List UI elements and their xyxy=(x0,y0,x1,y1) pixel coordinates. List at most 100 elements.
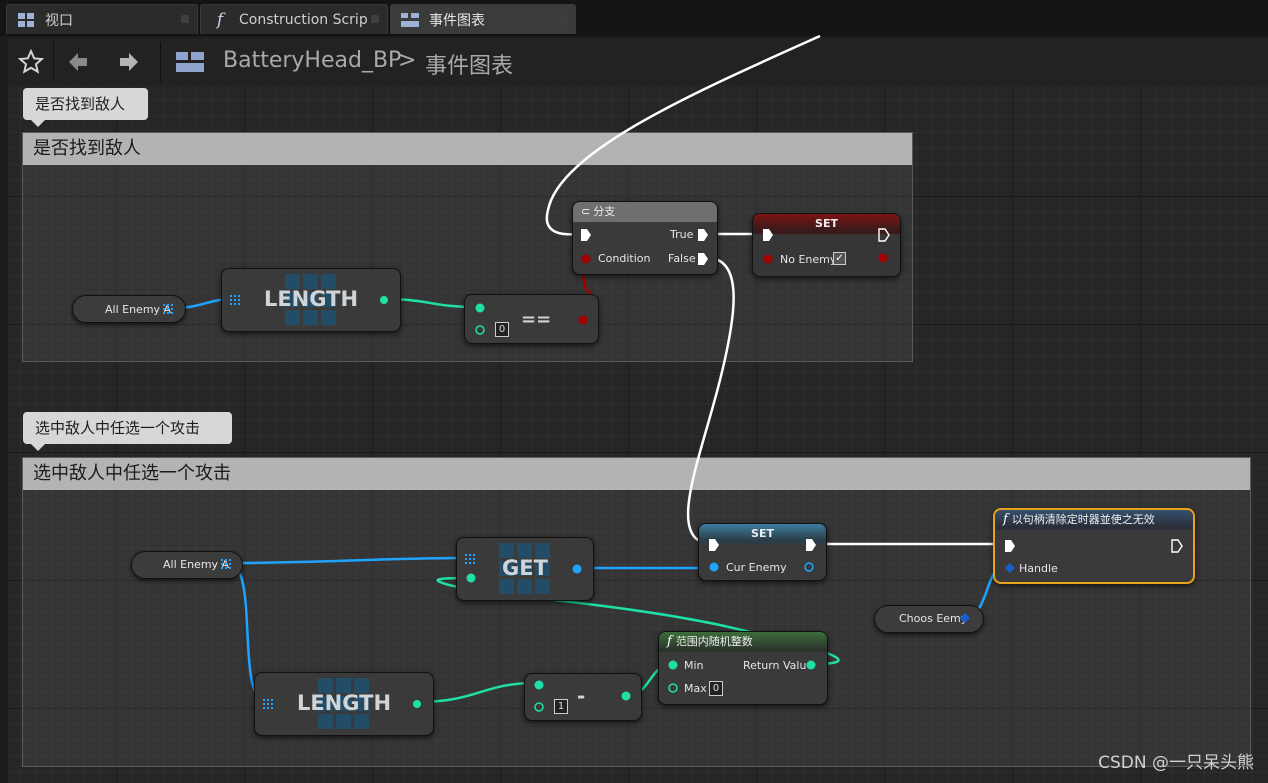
int-pin-icon[interactable] xyxy=(667,659,679,671)
breadcrumb-graph[interactable]: 事件图表 xyxy=(425,54,514,79)
comment-bubble[interactable]: 是否找到敌人 xyxy=(23,88,148,127)
int-pin-icon[interactable] xyxy=(474,324,486,336)
int-wire-index xyxy=(436,576,840,666)
exec-pin-icon[interactable] xyxy=(697,228,709,242)
exec-wire-false xyxy=(686,256,735,546)
exec-pin-icon[interactable] xyxy=(762,228,774,242)
int-pin-icon[interactable] xyxy=(474,302,486,314)
exec-pin-icon[interactable] xyxy=(1004,539,1016,553)
get-all-enemy-node[interactable]: All Enemy A xyxy=(72,295,186,323)
node-title: 以句柄清除定时器並使之无效 xyxy=(1011,513,1155,526)
array-pin-icon[interactable] xyxy=(465,554,475,564)
exec-pin-icon[interactable] xyxy=(580,228,592,242)
breadcrumb-blueprint[interactable]: BatteryHead_BP xyxy=(223,48,402,73)
node-header: SET xyxy=(753,214,900,234)
int-pin-icon[interactable] xyxy=(465,572,477,584)
exec-wire-in xyxy=(545,34,821,236)
pin-label: Return Value xyxy=(743,659,814,672)
int-pin-icon[interactable] xyxy=(667,682,679,694)
tab-label: 视口 xyxy=(45,12,73,29)
node-title: LENGTH xyxy=(296,691,392,715)
object-pin-icon[interactable] xyxy=(571,563,583,575)
tab-construction-script[interactable]: f Construction Scrip xyxy=(200,4,388,34)
int-pin-icon[interactable] xyxy=(412,699,422,709)
get-node[interactable]: GET xyxy=(456,537,594,601)
function-icon: f xyxy=(667,634,672,649)
checkbox[interactable]: ✓ xyxy=(833,252,846,265)
breadcrumb-separator: > xyxy=(398,48,417,73)
set-cur-enemy-node[interactable]: SET Cur Enemy xyxy=(698,523,827,581)
divider xyxy=(53,42,54,82)
favorite-star-icon[interactable] xyxy=(16,46,46,78)
variable-label: All Enemy A xyxy=(163,558,230,571)
int-pin-icon[interactable] xyxy=(379,295,389,305)
node-title: 分支 xyxy=(593,205,616,218)
bool-pin-icon[interactable] xyxy=(762,253,774,265)
branch-node[interactable]: ⊂分支 True Condition False xyxy=(572,201,718,275)
node-title: GET xyxy=(502,556,548,580)
int-pin-icon[interactable] xyxy=(533,679,545,691)
get-all-enemy-node[interactable]: All Enemy A xyxy=(131,551,243,579)
set-no-enemy-node[interactable]: SET No Enemy ✓ xyxy=(752,213,901,277)
tab-event-graph[interactable]: 事件图表 xyxy=(390,4,576,34)
close-icon[interactable] xyxy=(559,15,567,23)
length-node[interactable]: LENGTH xyxy=(254,672,434,736)
forward-arrow-icon[interactable] xyxy=(114,46,144,78)
bool-pin-icon[interactable] xyxy=(580,253,592,265)
breadcrumb: BatteryHead_BP > 事件图表 xyxy=(8,38,1268,86)
pin-label: Cur Enemy xyxy=(726,561,787,574)
int-pin-icon[interactable] xyxy=(805,659,817,671)
pin-label: True xyxy=(670,228,694,241)
int-pin-icon[interactable] xyxy=(620,690,632,702)
struct-pin-icon[interactable] xyxy=(960,613,970,623)
array-grid-icon xyxy=(499,543,550,594)
object-pin-icon[interactable] xyxy=(708,561,720,573)
default-value-input[interactable]: 1 xyxy=(554,699,568,714)
divider xyxy=(160,42,161,82)
exec-pin-icon[interactable] xyxy=(697,252,709,266)
array-pin-icon[interactable] xyxy=(230,295,240,305)
tab-bar: 视口 f Construction Scrip 事件图表 xyxy=(0,0,1268,36)
length-node[interactable]: LENGTH xyxy=(221,268,401,332)
variable-label: All Enemy A xyxy=(105,303,172,316)
exec-pin-icon[interactable] xyxy=(708,538,720,552)
pin-label: False xyxy=(668,252,696,265)
choos-eemy-node[interactable]: Choos Eemy xyxy=(874,605,984,633)
bool-pin-icon[interactable] xyxy=(877,252,889,264)
close-icon[interactable] xyxy=(181,15,189,23)
function-icon: f xyxy=(216,9,224,30)
default-value-input[interactable]: 0 xyxy=(495,322,509,337)
array-grid-icon xyxy=(285,274,336,325)
array-pin-icon[interactable] xyxy=(263,699,273,709)
int-wire-length xyxy=(415,681,538,704)
tab-viewport[interactable]: 视口 xyxy=(6,4,198,34)
default-value-input[interactable]: 0 xyxy=(709,681,723,696)
tab-label: 事件图表 xyxy=(429,12,485,29)
branch-icon: ⊂ xyxy=(581,205,591,218)
node-title: - xyxy=(577,684,586,708)
graph-icon xyxy=(401,12,419,28)
bool-pin-icon[interactable] xyxy=(577,314,589,326)
exec-pin-icon[interactable] xyxy=(1171,539,1183,553)
array-pin-icon[interactable] xyxy=(163,304,173,314)
exec-pin-icon[interactable] xyxy=(878,228,890,242)
exec-pin-icon[interactable] xyxy=(805,538,817,552)
comment-bubble[interactable]: 选中敌人中任选一个攻击 xyxy=(23,412,232,451)
tab-label: Construction Scrip xyxy=(239,11,368,28)
subtract-node[interactable]: 1 - xyxy=(524,673,642,721)
struct-pin-icon[interactable] xyxy=(1005,563,1015,573)
object-wire-get xyxy=(227,556,469,565)
close-icon[interactable] xyxy=(371,15,379,23)
object-pin-icon[interactable] xyxy=(803,561,815,573)
back-arrow-icon[interactable] xyxy=(63,46,93,78)
node-header: SET xyxy=(699,524,826,544)
int-pin-icon[interactable] xyxy=(533,701,545,713)
comment-title: 是否找到敌人 xyxy=(23,133,912,165)
array-pin-icon[interactable] xyxy=(221,559,231,569)
equals-node[interactable]: 0 == xyxy=(464,294,599,344)
